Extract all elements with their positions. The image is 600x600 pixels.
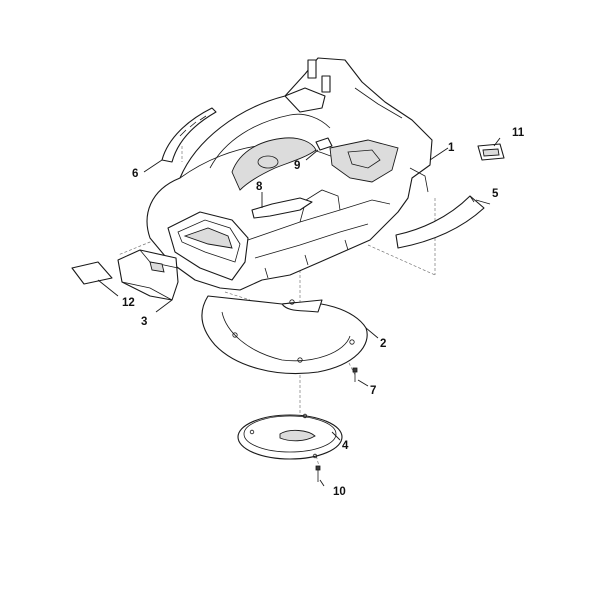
callout-6: 6	[132, 168, 138, 180]
leader-lines	[97, 137, 501, 487]
callout-11: 11	[512, 127, 525, 139]
callout-9: 9	[294, 160, 300, 172]
screw-7	[352, 367, 358, 382]
side-skirt-strip	[395, 195, 485, 249]
blade-cover-plate	[237, 413, 343, 460]
callout-8: 8	[256, 181, 263, 193]
front-cover	[117, 249, 179, 301]
callout-1: 1	[448, 142, 455, 154]
callout-labels: 1 2 3 4 5 6 7 8 9 10 11 12	[122, 127, 525, 498]
screw-10	[315, 465, 321, 482]
callout-10: 10	[333, 486, 346, 498]
deflector-plate	[201, 295, 368, 375]
mower-deck-housing	[146, 57, 433, 291]
callout-7: 7	[370, 385, 376, 397]
deck-bracket	[251, 197, 313, 219]
callout-12: 12	[122, 297, 135, 309]
callout-5: 5	[492, 188, 499, 200]
label-plate	[477, 143, 505, 161]
callout-2: 2	[380, 338, 386, 350]
flat-pad	[71, 261, 113, 285]
small-clip	[315, 137, 333, 151]
callout-3: 3	[141, 316, 147, 328]
curved-side-trim	[161, 107, 217, 163]
callout-4: 4	[342, 440, 349, 452]
